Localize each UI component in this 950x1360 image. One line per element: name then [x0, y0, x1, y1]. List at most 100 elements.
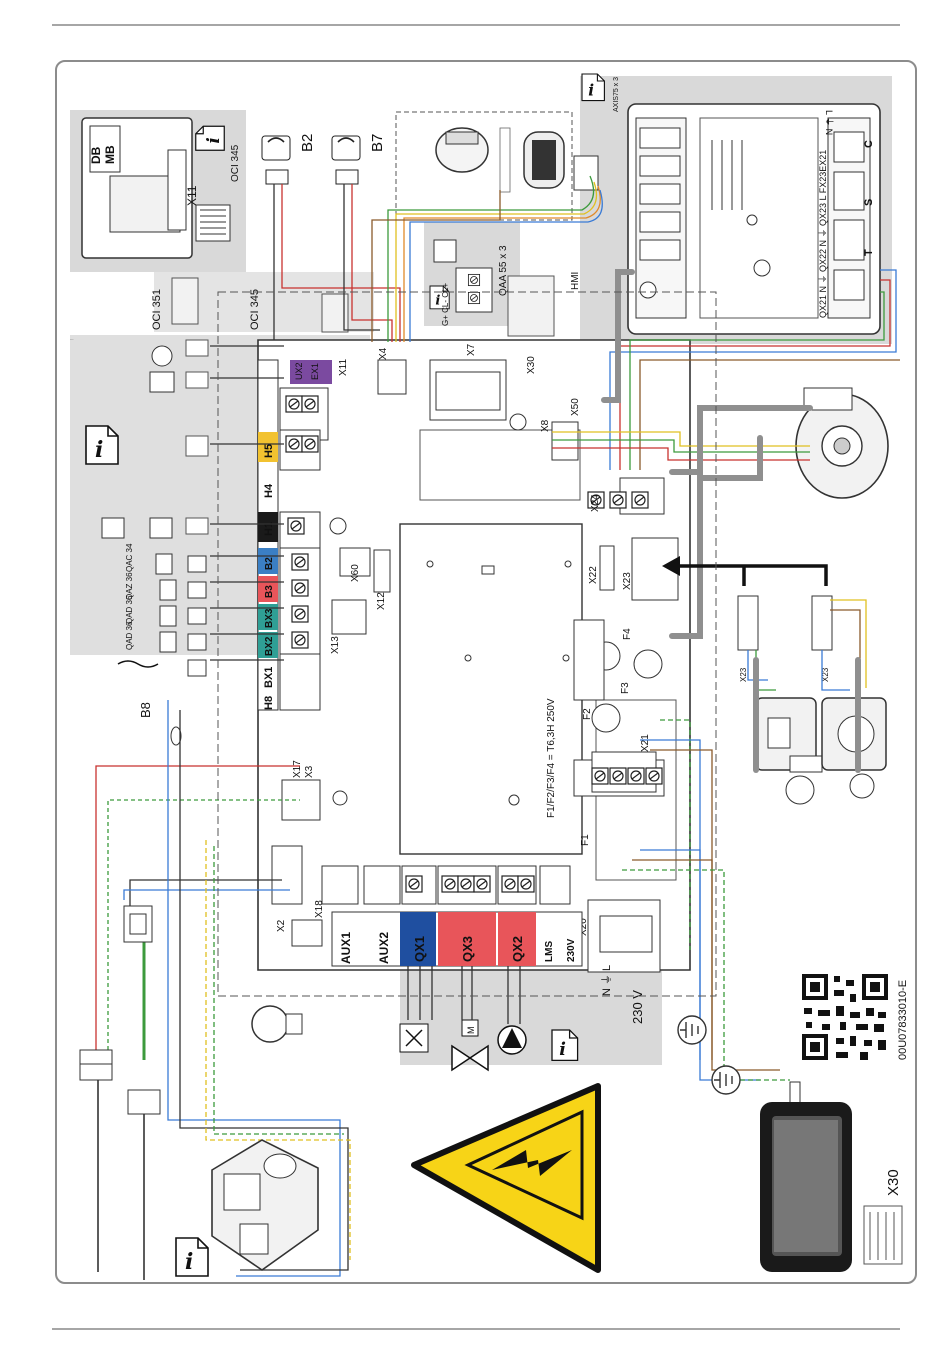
hmi-display: [760, 1081, 852, 1272]
info-icon: [551, 1029, 579, 1062]
x24-label: X24: [590, 494, 601, 512]
v230-label: 230V: [566, 938, 577, 962]
b7-sensor: B7: [331, 134, 386, 185]
x60-label: X60: [350, 564, 361, 582]
connection-arrow: [662, 556, 828, 586]
b2-sensor: B2: [261, 134, 316, 185]
qaz36-a-label: QAZ 36: [125, 572, 134, 600]
x7-label: X7: [466, 343, 477, 356]
x4-label: X4: [378, 347, 389, 360]
dashed-outline: [217, 291, 717, 997]
qaa55-label: QAA 55 x 3: [498, 245, 509, 296]
top-rule: [52, 24, 900, 26]
x23-label: X23: [622, 572, 633, 590]
b3-label: B3: [264, 585, 275, 598]
axis-label: AXIS75 x 3: [613, 77, 620, 112]
h8-label: H8: [263, 696, 275, 710]
x23-a-label: X23: [739, 667, 748, 682]
x20-label: X20: [578, 918, 589, 936]
x23-connectors: [737, 595, 833, 651]
bx3-label: BX3: [264, 608, 275, 628]
pressure-sensor-component: [523, 131, 599, 191]
qx3-label: QX3: [460, 936, 475, 962]
qx1-label: QX1: [412, 936, 427, 962]
module-t-label: T: [863, 249, 875, 256]
h1-label: H1: [263, 522, 275, 536]
f1-label: F1: [580, 834, 591, 846]
x12-label: X12: [376, 592, 387, 610]
qac34-label: QAC 34: [125, 543, 134, 572]
sensor-symbols: [101, 339, 209, 746]
bx2-label: BX2: [264, 636, 275, 656]
b2-label: B2: [299, 134, 316, 152]
qad36-a-label: QAD 36: [125, 595, 134, 624]
h5-label: H5: [263, 444, 275, 458]
qaa55-unit: QAA 55 x 3 G+ CL- CL+: [429, 239, 509, 326]
burner-icon: [399, 1023, 429, 1053]
oci351-ribbon: [171, 277, 199, 325]
module-terms-top-label: QX21 N ⏚ QX22 N ⏚ QX23 L FX23EX21: [818, 150, 828, 318]
ignition-electrodes: [79, 905, 161, 1280]
x17-label: X17: [292, 760, 303, 778]
oci345-top-label: OCI 345: [230, 144, 241, 182]
earth-symbols: [677, 1015, 741, 1095]
flow-switch: [251, 1005, 303, 1043]
qaa-terms-label: G+ CL- CL+: [441, 283, 450, 326]
mb-label: MB: [103, 145, 117, 164]
x2-label: X2: [276, 919, 287, 932]
aux2-label: AUX2: [377, 932, 391, 964]
bx1-label: BX1: [263, 667, 275, 688]
x22-label: X22: [588, 566, 599, 584]
x3-label: X3: [304, 765, 315, 778]
x11-top-label: X11: [185, 185, 199, 206]
module-c-label: C: [863, 140, 875, 148]
info-icon: [85, 425, 119, 465]
hmi-ribbon: [507, 275, 555, 337]
aux1-label: AUX1: [339, 932, 353, 964]
f3-label: F3: [620, 682, 631, 694]
diagram-frame: [55, 60, 917, 1284]
pump-icon: [497, 1025, 527, 1055]
info-icon: [195, 125, 225, 151]
extension-module: QX21 N ⏚ QX22 N ⏚ QX23 L FX23EX21 L ⏚ N …: [627, 103, 881, 335]
qr-code: [800, 972, 890, 1062]
h4-label: H4: [263, 483, 275, 498]
info-icon: [175, 1237, 209, 1277]
v230-wave-label: 230 V: [630, 990, 645, 1024]
x50-label: X50: [570, 398, 581, 416]
valve-icon: M: [451, 1019, 489, 1072]
qaz36-b-label: QAZ 36: [70, 338, 74, 341]
module-s-label: S: [863, 199, 875, 206]
bottom-rule: [52, 1328, 900, 1330]
output-terminal-strip: [331, 911, 583, 967]
module-terms-bottom-label: L ⏚ N: [824, 110, 834, 135]
fan-icon: [795, 387, 889, 499]
m-label: M: [466, 1027, 476, 1035]
wires: [95, 175, 900, 1277]
b8-label: B8: [138, 702, 153, 718]
b2-term-label: B2: [264, 557, 275, 570]
qad36-b-label: QAD 36: [125, 621, 134, 650]
main-board: [257, 339, 691, 973]
gas-valve-bottom: [211, 1139, 319, 1271]
ex1-label: EX1: [310, 363, 320, 380]
oci345-module: DB MB X11 OCI 345: [81, 117, 241, 259]
x23-b-label: X23: [821, 667, 830, 682]
outputs-panel: [400, 965, 662, 1065]
hmi-label: HMI: [570, 272, 581, 290]
doc-code-label: 00U07833010-E: [897, 980, 909, 1060]
db-label: DB: [89, 146, 103, 164]
qx2-label: QX2: [510, 936, 525, 962]
f4-label: F4: [622, 628, 633, 640]
info-icon: [581, 73, 605, 102]
f2-label: F2: [582, 708, 593, 720]
grey-cables: [601, 269, 861, 773]
ux2-label: UX2: [294, 362, 304, 380]
x30-screen-label: X30: [885, 1169, 902, 1196]
gas-valve-component: [435, 127, 511, 193]
x11-label: X11: [338, 359, 349, 376]
x30-ribbon: [863, 1205, 903, 1265]
oci351-label: OCI 351: [151, 289, 163, 330]
oci345-mid-label: OCI 345: [249, 289, 261, 330]
